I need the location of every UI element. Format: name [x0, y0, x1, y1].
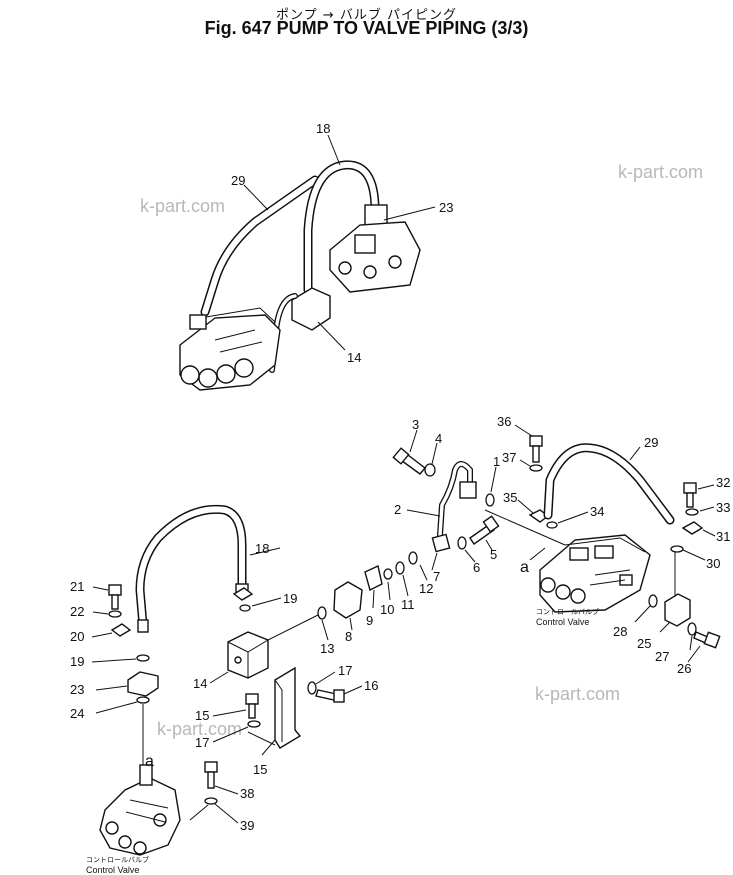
part-number: 23 [439, 200, 453, 215]
part-number: 39 [240, 818, 254, 833]
watermark: k-part.com [535, 684, 620, 704]
part-number: 2 [394, 502, 401, 517]
part-number: 22 [70, 604, 84, 619]
part-number: 30 [706, 556, 720, 571]
watermark: k-part.com [140, 196, 225, 216]
part-number: 35 [503, 490, 517, 505]
part-number: 19 [283, 591, 297, 606]
part-number: 33 [716, 500, 730, 515]
watermark: k-part.com [618, 162, 703, 182]
top-assembly [179, 134, 436, 391]
part-number: 24 [70, 706, 84, 721]
part-number: 3 [412, 417, 419, 432]
part-number: 13 [320, 641, 334, 656]
part-number: 4 [435, 431, 442, 446]
part-number: 38 [240, 786, 254, 801]
part-number: 29 [231, 173, 245, 188]
part-number: 14 [193, 676, 207, 691]
valve-label-en: Control Valve [86, 865, 139, 875]
part-number: 11 [401, 597, 415, 612]
part-number: 20 [70, 629, 84, 644]
part-number: 6 [473, 560, 480, 575]
title-japanese: ポンプ → バルブ パイピング [276, 8, 457, 23]
part-number: 8 [345, 629, 352, 644]
part-number: 18 [316, 121, 330, 136]
part-number: 19 [70, 654, 84, 669]
part-number: 37 [502, 450, 516, 465]
part-number: 9 [366, 613, 373, 628]
part-number: 7 [433, 569, 440, 584]
part-number: 29 [644, 435, 658, 450]
part-number: 16 [364, 678, 378, 693]
section-mark: a [145, 753, 154, 770]
part-number: 26 [677, 661, 691, 676]
part-number: 28 [613, 624, 627, 639]
title-english: Fig. 647 PUMP TO VALVE PIPING (3/3) [204, 18, 529, 38]
right-assembly [333, 424, 721, 663]
part-number: 34 [590, 504, 604, 519]
valve-label-jp: コントロールバルブ [536, 607, 599, 616]
part-number: 17 [195, 735, 209, 750]
valve-label-jp: コントロールバルブ [86, 855, 149, 864]
part-number: 1 [493, 454, 500, 469]
part-number: 17 [338, 663, 352, 678]
valve-label-en: Control Valve [536, 617, 589, 627]
part-number: 21 [70, 579, 84, 594]
part-number: 32 [716, 475, 730, 490]
section-mark: a [520, 559, 529, 576]
part-number: 15 [195, 708, 209, 723]
part-number: 10 [380, 602, 394, 617]
part-number: 15 [253, 762, 267, 777]
left-assembly [91, 504, 363, 856]
part-number: 25 [637, 636, 651, 651]
part-number: 27 [655, 649, 669, 664]
part-number: 18 [255, 541, 269, 556]
part-number: 36 [497, 414, 511, 429]
part-number: 14 [347, 350, 361, 365]
watermark: k-part.com [157, 719, 242, 739]
part-number: 12 [419, 581, 433, 596]
part-number: 23 [70, 682, 84, 697]
part-number: 31 [716, 529, 730, 544]
part-number: 5 [490, 547, 497, 562]
